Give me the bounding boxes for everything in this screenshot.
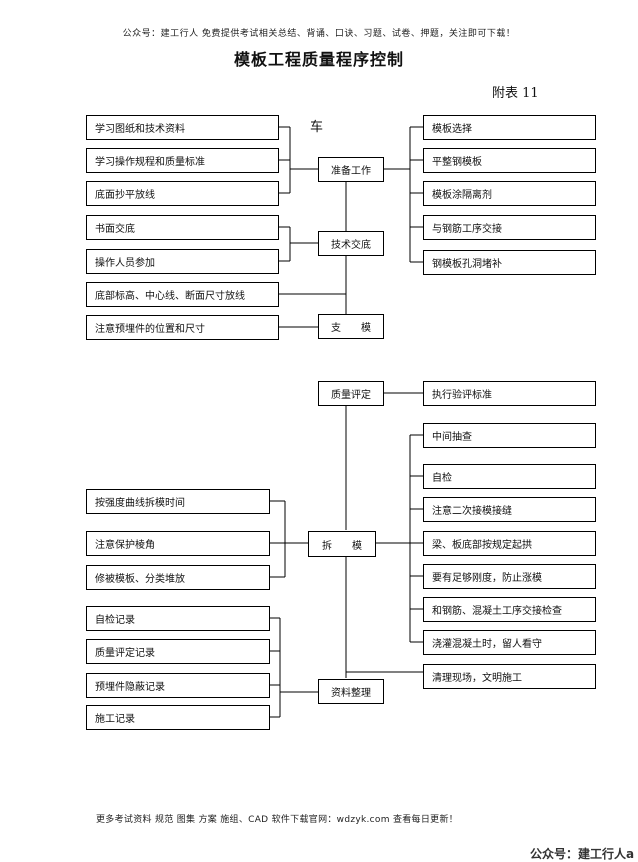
- records-left-3: 预埋件隐蔽记录: [86, 673, 270, 698]
- support-center: 支 模: [318, 314, 384, 339]
- dismantle-left-2: 注意保护棱角: [86, 531, 270, 556]
- dismantle-left-1: 按强度曲线拆模时间: [86, 489, 270, 514]
- prep-center: 准备工作: [318, 157, 384, 182]
- quality-center: 质量评定: [318, 381, 384, 406]
- dismantle-left-3: 修被模板、分类堆放: [86, 565, 270, 590]
- prep-right-2: 平整钢模板: [423, 148, 596, 173]
- records-left-1: 自检记录: [86, 606, 270, 631]
- tech-center: 技术交底: [318, 231, 384, 256]
- records-center: 资料整理: [318, 679, 384, 704]
- records-left-2: 质量评定记录: [86, 639, 270, 664]
- prep-left-1: 学习图纸和技术资料: [86, 115, 279, 140]
- prep-right-5: 钢模板孔洞堵补: [423, 250, 596, 275]
- right-list-4: 梁、板底部按规定起拱: [423, 531, 596, 556]
- right-list-5: 要有足够刚度，防止涨模: [423, 564, 596, 589]
- records-left-4: 施工记录: [86, 705, 270, 730]
- footer-note: 更多考试资料 规范 图集 方案 施组、CAD 软件下载官网：wdzyk.com …: [96, 815, 459, 825]
- prep-right-3: 模板涂隔离剂: [423, 181, 596, 206]
- page-title: 模板工程质量程序控制: [233, 50, 404, 69]
- prep-left-2: 学习操作规程和质量标准: [86, 148, 279, 173]
- support-left-1: 注意预埋件的位置和尺寸: [86, 315, 279, 340]
- right-list-6: 和钢筋、混凝土工序交接检查: [423, 597, 596, 622]
- right-list-1: 中间抽查: [423, 423, 596, 448]
- right-list-7: 浇灌混凝土时，留人看守: [423, 630, 596, 655]
- tech-left-2: 操作人员参加: [86, 249, 279, 274]
- header-note: 公众号：建工行人 免费提供考试相关总结、背诵、口诀、习题、试卷、押题，关注即可下…: [122, 29, 516, 39]
- appendix-label: 附表 11: [492, 86, 539, 101]
- right-list-3: 注意二次接模接缝: [423, 497, 596, 522]
- right-list-2: 自检: [423, 464, 596, 489]
- tech-left-1: 书面交底: [86, 215, 279, 240]
- prep-right-1: 模板选择: [423, 115, 596, 140]
- stray-character: 车: [310, 120, 324, 135]
- centerline-box: 底部标高、中心线、断面尺寸放线: [86, 282, 279, 307]
- quality-right-1: 执行验评标准: [423, 381, 596, 406]
- prep-right-4: 与钢筋工序交接: [423, 215, 596, 240]
- right-list-8: 清理现场，文明施工: [423, 664, 596, 689]
- dismantle-center: 拆 模: [308, 531, 376, 557]
- prep-left-3: 底面抄平放线: [86, 181, 279, 206]
- brand-watermark: 公众号：建工行人a: [530, 847, 635, 861]
